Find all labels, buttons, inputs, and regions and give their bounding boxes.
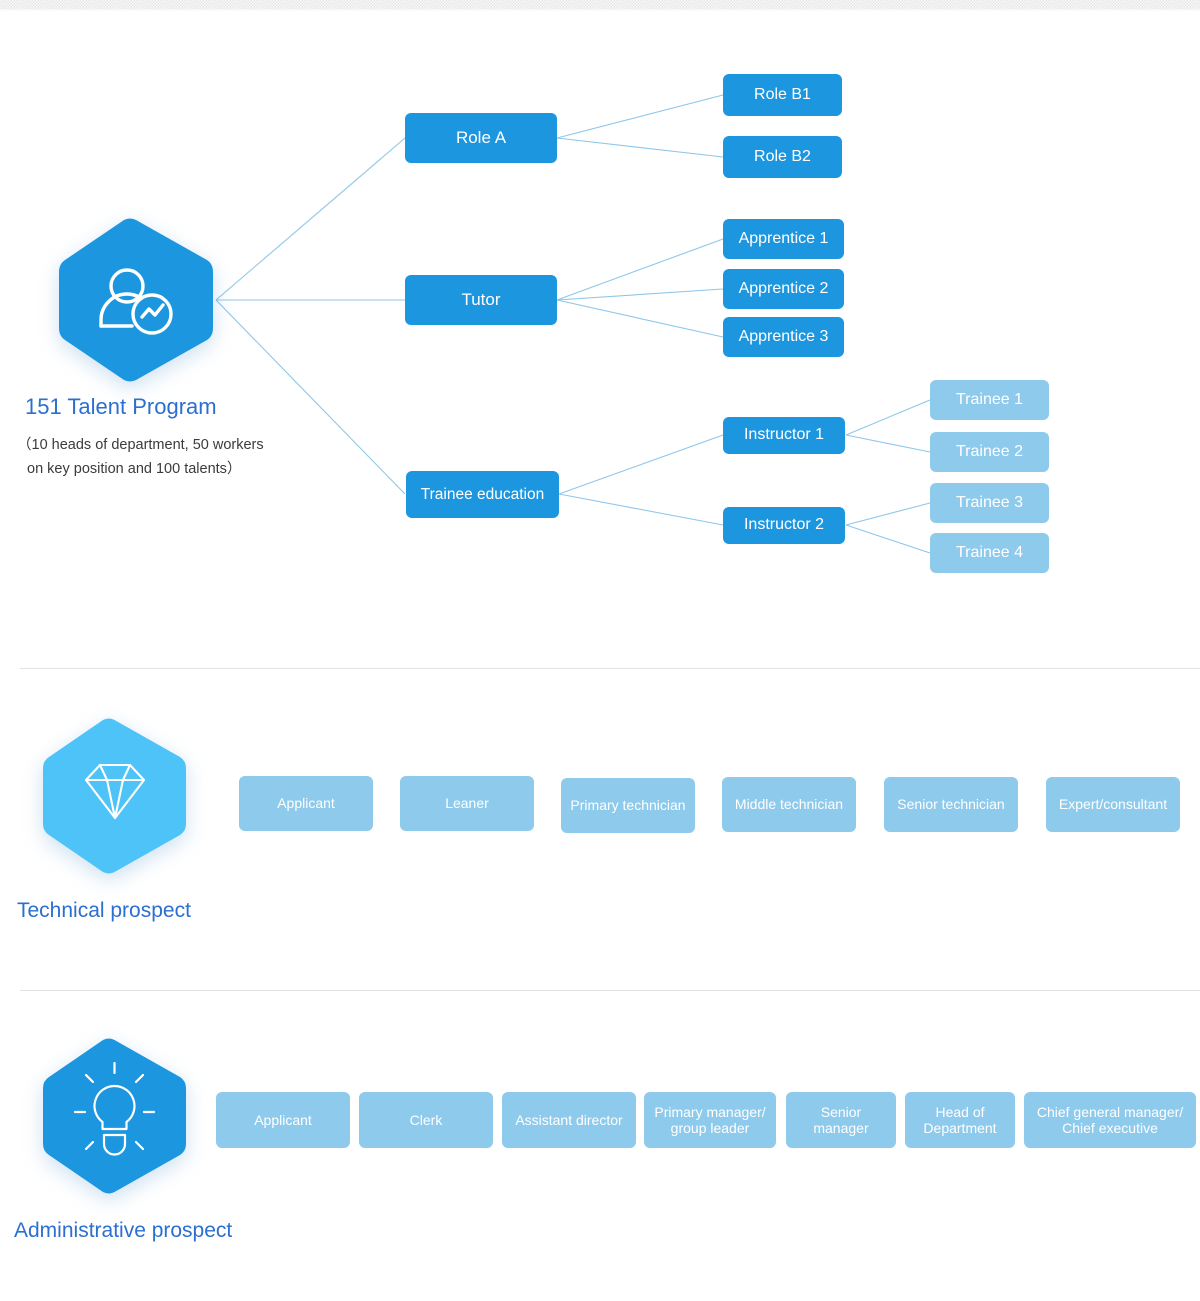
diamond-icon <box>43 718 186 874</box>
lightbulb-icon <box>43 1038 186 1194</box>
hero-subtitle-line-1: （10 heads of department, 50 workers <box>17 437 264 453</box>
node-apprentice-1[interactable]: Apprentice 1 <box>723 219 844 259</box>
administrative-step-0[interactable]: Applicant <box>216 1092 350 1148</box>
hero-hexagon <box>57 218 215 382</box>
administrative-step-6[interactable]: Chief general manager/ Chief executive <box>1024 1092 1196 1148</box>
person-analytics-icon <box>59 218 213 382</box>
administrative-step-3[interactable]: Primary manager/ group leader <box>644 1092 776 1148</box>
node-trainee-2[interactable]: Trainee 2 <box>930 432 1049 472</box>
administrative-step-4[interactable]: Senior manager <box>786 1092 896 1148</box>
technical-step-0[interactable]: Applicant <box>239 776 373 831</box>
hero-subtitle: （10 heads of department, 50 workers on k… <box>17 434 317 482</box>
administrative-prospect-title: Administrative prospect <box>14 1219 233 1242</box>
hero-subtitle-line-2: on key position and 100 talents） <box>27 460 242 477</box>
node-instructor-2[interactable]: Instructor 2 <box>723 507 845 544</box>
node-role-b2[interactable]: Role B2 <box>723 136 842 178</box>
node-trainee-1[interactable]: Trainee 1 <box>930 380 1049 420</box>
administrative-step-2[interactable]: Assistant director <box>502 1092 636 1148</box>
technical-step-4[interactable]: Senior technician <box>884 777 1018 832</box>
node-trainee-4[interactable]: Trainee 4 <box>930 533 1049 573</box>
node-role-a[interactable]: Role A <box>405 113 557 163</box>
node-apprentice-2[interactable]: Apprentice 2 <box>723 269 844 309</box>
section-divider-1 <box>20 668 1200 669</box>
technical-step-5[interactable]: Expert/consultant <box>1046 777 1180 832</box>
technical-step-2[interactable]: Primary technician <box>561 778 695 833</box>
node-apprentice-3[interactable]: Apprentice 3 <box>723 317 844 357</box>
section-divider-2 <box>20 990 1200 991</box>
technical-hexagon <box>41 718 188 874</box>
technical-step-1[interactable]: Leaner <box>400 776 534 831</box>
top-decorative-band <box>0 0 1200 11</box>
administrative-hexagon <box>41 1038 188 1194</box>
node-tutor[interactable]: Tutor <box>405 275 557 325</box>
node-trainee-3[interactable]: Trainee 3 <box>930 483 1049 523</box>
node-trainee-education[interactable]: Trainee education <box>406 471 559 518</box>
administrative-step-5[interactable]: Head of Department <box>905 1092 1015 1148</box>
hero-title: 151 Talent Program <box>25 394 217 419</box>
node-instructor-1[interactable]: Instructor 1 <box>723 417 845 454</box>
administrative-step-1[interactable]: Clerk <box>359 1092 493 1148</box>
node-role-b1[interactable]: Role B1 <box>723 74 842 116</box>
technical-prospect-title: Technical prospect <box>17 899 191 922</box>
top-band-fade <box>0 9 1200 14</box>
technical-step-3[interactable]: Middle technician <box>722 777 856 832</box>
